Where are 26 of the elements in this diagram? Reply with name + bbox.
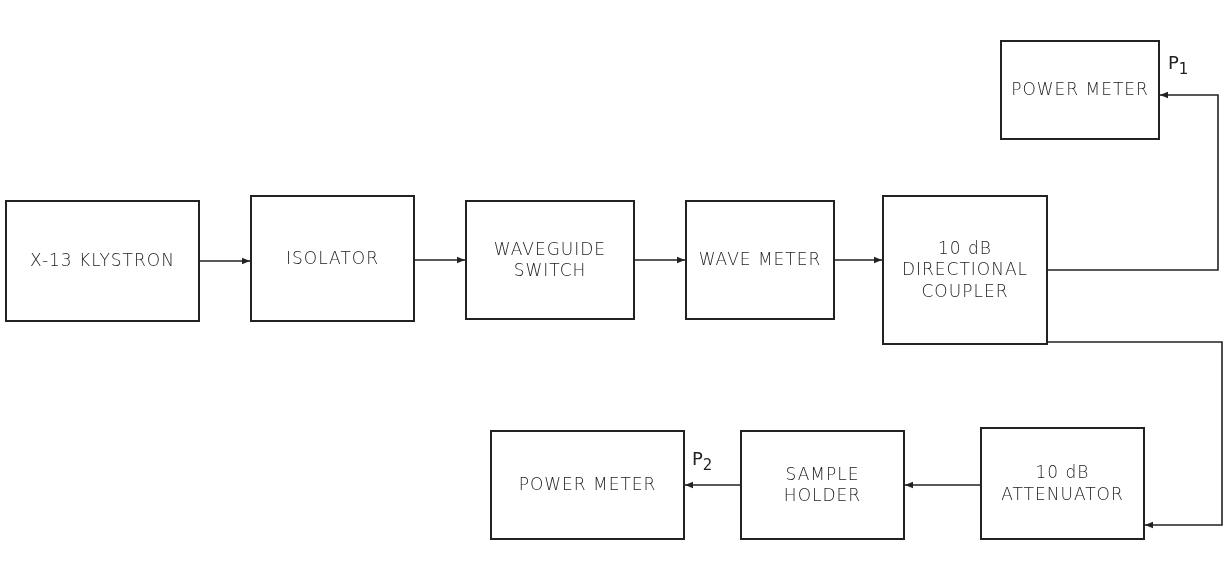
block-box [5,200,200,322]
block-label: POWER METER [1011,79,1149,101]
block-box [740,430,905,540]
block-label: 10 dB ATTENUATOR [1000,462,1125,505]
arrow [684,481,741,489]
block-box [685,200,835,320]
arrow [199,257,251,265]
arrow [834,256,883,264]
block-label: 10 dB DIRECTIONAL COUPLER [900,238,1030,302]
block-label: WAVE METER [698,249,822,271]
block-box [465,200,635,320]
block-label: X-13 KLYSTRON [30,250,175,272]
block-label: ISOLATOR [286,247,379,270]
block-box [882,195,1048,345]
block-box [980,427,1145,540]
arrow [414,256,466,264]
block-box [490,430,685,540]
block-box [250,195,415,322]
arrow [634,256,686,264]
block-label: SAMPLE HOLDER [782,463,863,507]
block-label: WAVEGUIDE SWITCH [492,238,608,282]
arrow [904,481,981,489]
arrow [1047,91,1219,271]
block-label: POWER METER [518,474,657,496]
arrow [1047,341,1223,529]
block-box [1000,40,1160,140]
